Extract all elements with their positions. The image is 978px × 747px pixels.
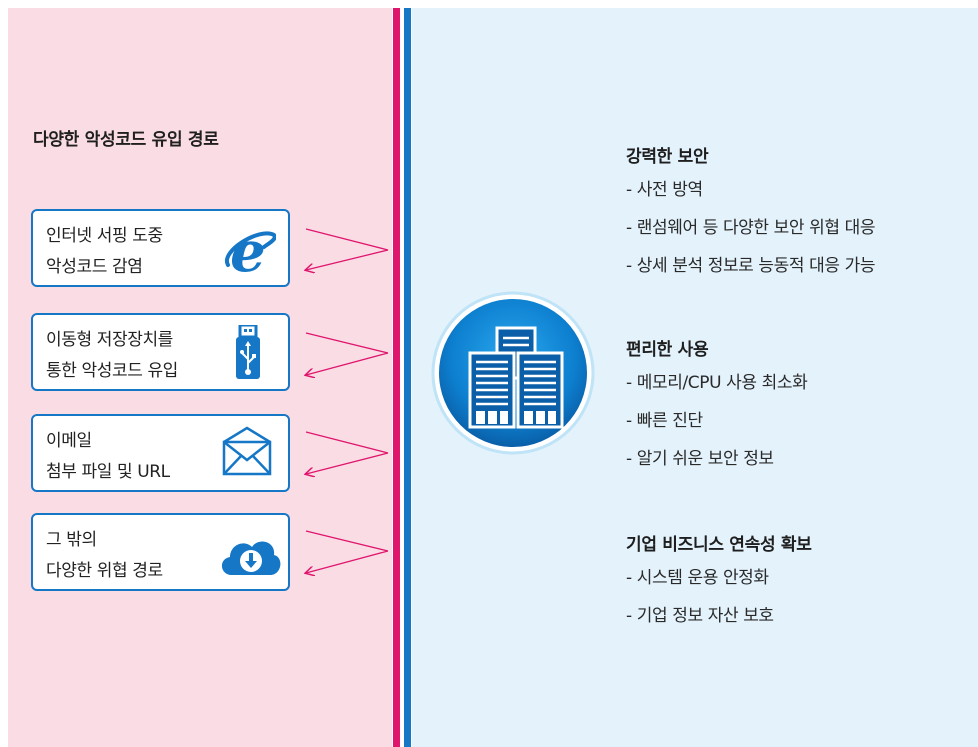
arrow-internet (306, 228, 389, 270)
feature-group-security: 강력한 보안 - 사전 방역 - 랜섬웨어 등 다양한 보안 위협 대응 - 상… (626, 142, 876, 289)
threat-line2: 첨부 파일 및 URL (46, 462, 170, 482)
threat-line1: 그 밖의 (46, 530, 97, 550)
feature-group-continuity: 기업 비즈니스 연속성 확보 - 시스템 운용 안정화 - 기업 정보 자산 보… (626, 530, 812, 639)
threat-text: 그 밖의 다양한 위협 경로 (46, 525, 163, 587)
feature-item: - 메모리/CPU 사용 최소화 (626, 373, 808, 393)
feature-group-usability: 편리한 사용 - 메모리/CPU 사용 최소화 - 빠른 진단 - 알기 쉬운 … (626, 335, 808, 482)
internet-explorer-icon: e (225, 221, 276, 277)
threat-card-usb: 이동형 저장장치를 통한 악성코드 유입 (31, 313, 290, 391)
threat-card-internet: 인터넷 서핑 도중 악성코드 감염 e (31, 209, 290, 287)
divider-blue (404, 8, 411, 747)
feature-title: 강력한 보안 (626, 147, 709, 167)
arrow-email (306, 431, 389, 474)
feature-item: - 랜섬웨어 등 다양한 보안 위협 대응 (626, 218, 876, 238)
cloud-download-icon (221, 541, 281, 575)
divider-red (393, 8, 400, 747)
feature-item: - 상세 분석 정보로 능동적 대응 가능 (626, 256, 876, 276)
feature-title: 기업 비즈니스 연속성 확보 (626, 535, 812, 555)
threat-line1: 이메일 (46, 431, 92, 451)
usb-drive-icon (236, 325, 260, 379)
threat-line1: 인터넷 서핑 도중 (46, 226, 163, 246)
feature-item: - 시스템 운용 안정화 (626, 568, 769, 588)
threat-text: 인터넷 서핑 도중 악성코드 감염 (46, 221, 163, 283)
arrow-usb (306, 332, 389, 375)
threat-text: 이동형 저장장치를 통한 악성코드 유입 (46, 325, 178, 387)
threat-card-email: 이메일 첨부 파일 및 URL (31, 414, 290, 492)
envelope-icon (222, 426, 272, 476)
threat-paths-title: 다양한 악성코드 유입 경로 (33, 130, 219, 150)
buildings-icon (431, 291, 595, 455)
feature-item: - 사전 방역 (626, 180, 703, 200)
feature-item: - 기업 정보 자산 보호 (626, 606, 774, 626)
threat-card-other: 그 밖의 다양한 위협 경로 (31, 513, 290, 591)
threat-line2: 다양한 위협 경로 (46, 561, 163, 581)
threat-line1: 이동형 저장장치를 (46, 330, 173, 350)
feature-item: - 알기 쉬운 보안 정보 (626, 449, 774, 469)
arrow-other (306, 530, 389, 573)
threat-line2: 악성코드 감염 (46, 257, 143, 277)
threat-line2: 통한 악성코드 유입 (46, 361, 178, 381)
feature-title: 편리한 사용 (626, 340, 709, 360)
feature-item: - 빠른 진단 (626, 411, 703, 431)
threat-text: 이메일 첨부 파일 및 URL (46, 426, 170, 488)
